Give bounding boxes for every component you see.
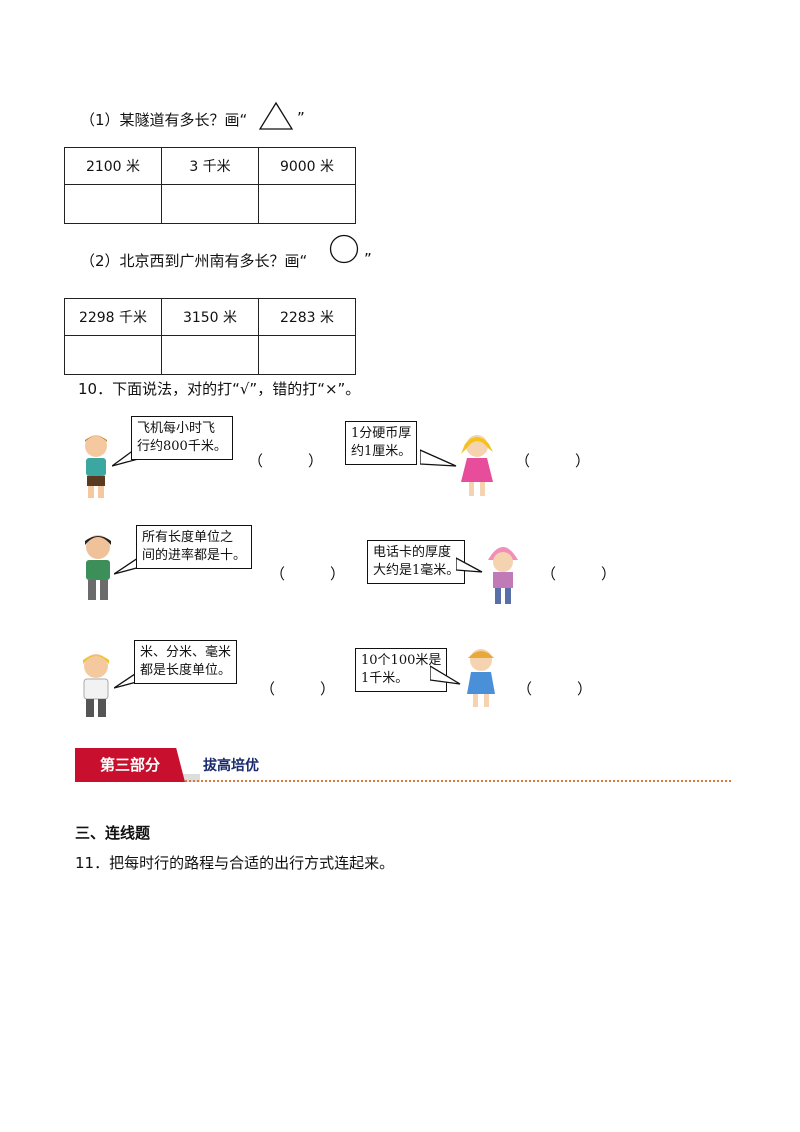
q1-label: （1）某隧道有多长？画“ — [80, 111, 248, 129]
section-badge: 第三部分 — [75, 748, 185, 782]
boy-figure-icon — [85, 435, 107, 498]
speech-bubble: 10个100米是 1千米。 — [355, 648, 448, 692]
q2-label: （2）北京西到广州南有多长？画“ — [80, 252, 308, 270]
answer-paren[interactable]: （ ） — [517, 680, 593, 698]
girl-figure-icon — [488, 547, 518, 604]
triangle-icon — [258, 101, 294, 130]
q2-option: 2283 米 — [258, 298, 356, 336]
section-divider — [185, 780, 731, 782]
q1-option: 9000 米 — [258, 147, 356, 185]
answer-paren[interactable]: （ ） — [515, 452, 591, 470]
q11-text: 11．把每时行的路程与合适的出行方式连起来。 — [75, 854, 395, 872]
speech-bubble: 米、分米、毫米 都是长度单位。 — [134, 640, 238, 684]
speech-bubble: 1分硬币厚 约1厘米。 — [345, 421, 418, 465]
speech-bubble: 所有长度单位之 间的进率都是十。 — [136, 525, 253, 569]
speech-bubble: 飞机每小时飞 行约800千米。 — [131, 416, 233, 460]
q1-option: 3 千米 — [161, 147, 259, 185]
q2-option: 3150 米 — [161, 298, 259, 336]
speech-bubble: 电话卡的厚度 大约是1毫米。 — [367, 540, 466, 584]
q1-answer-cell[interactable] — [161, 184, 259, 224]
boy-figure-icon — [83, 654, 109, 717]
q2-answer-cell[interactable] — [258, 335, 356, 375]
q2-option: 2298 千米 — [64, 298, 162, 336]
answer-paren[interactable]: （ ） — [248, 452, 324, 470]
q10-title: 10．下面说法，对的打“√”，错的打“×”。 — [78, 380, 361, 398]
q2-table: 2298 千米 3150 米 2283 米 — [64, 298, 356, 375]
circle-icon — [329, 234, 359, 264]
q1-answer-cell[interactable] — [64, 184, 162, 224]
answer-paren[interactable]: （ ） — [260, 680, 336, 698]
answer-paren[interactable]: （ ） — [541, 565, 617, 583]
q1-close-quote: ” — [297, 109, 305, 127]
answer-paren[interactable]: （ ） — [270, 565, 346, 583]
section-title: 拔高培优 — [203, 758, 259, 774]
boy-figure-icon — [85, 535, 111, 600]
girl-figure-icon — [467, 649, 495, 707]
q2-answer-cell[interactable] — [64, 335, 162, 375]
q1-answer-cell[interactable] — [258, 184, 356, 224]
q2-answer-cell[interactable] — [161, 335, 259, 375]
part3-heading: 三、连线题 — [75, 824, 151, 842]
q1-table: 2100 米 3 千米 9000 米 — [64, 147, 356, 224]
q2-close-quote: ” — [364, 250, 372, 268]
girl-figure-icon — [461, 435, 493, 496]
q1-option: 2100 米 — [64, 147, 162, 185]
